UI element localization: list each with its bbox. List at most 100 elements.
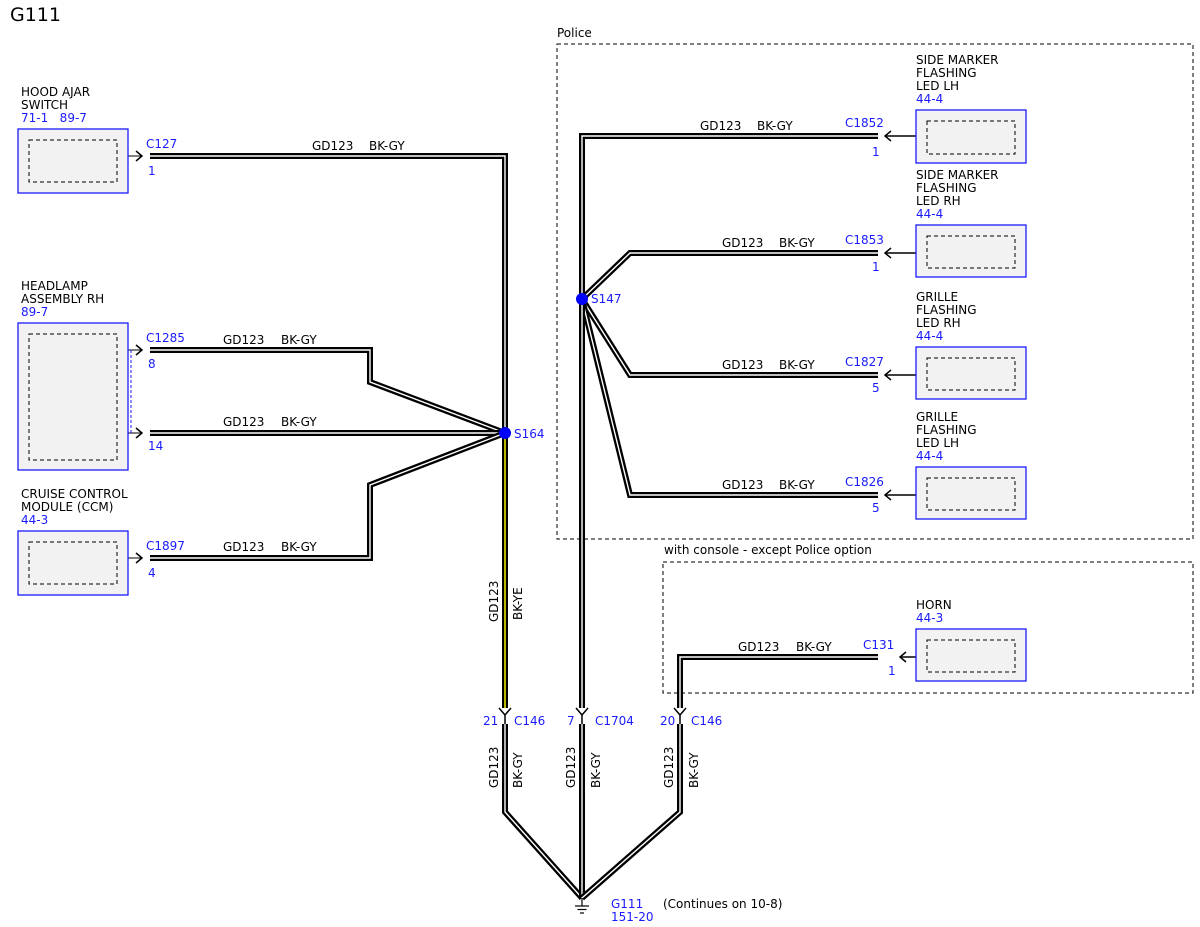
wire-label-color: BK-GY (779, 478, 815, 492)
grrh-name-1: GRILLE (916, 290, 958, 304)
smlh-name-2: FLASHING (916, 66, 977, 80)
wire-label-color: BK-GY (757, 119, 793, 133)
wire-cruise-control (150, 430, 507, 561)
ground-ref: 151-20 (611, 910, 654, 924)
ground-g111: G111 151-20 (Continues on 10-8) (575, 897, 782, 924)
c1827-pin: 5 (872, 381, 880, 395)
wire-label-color: BK-GY (589, 752, 603, 788)
wire-side-marker-lh (579, 133, 878, 299)
console-region-label: with console - except Police option (664, 543, 872, 557)
cruise-name-2: MODULE (CCM) (21, 500, 113, 514)
smlh-name-3: LED LH (916, 79, 959, 93)
diagram-title: G111 (10, 4, 61, 26)
wire-label-color: BK-GY (779, 358, 815, 372)
wire-label-circuit: GD123 (722, 358, 763, 372)
wire-label-circuit: GD123 (564, 747, 578, 788)
smrh-refs: 44-4 (916, 207, 943, 221)
smrh-name-1: SIDE MARKER (916, 168, 998, 182)
side-marker-led-lh[interactable]: SIDE MARKER FLASHING LED LH 44-4 (915, 53, 1027, 164)
hood-ajar-refs: 71-1 89-7 (21, 111, 87, 125)
horn[interactable]: HORN 44-3 (915, 598, 1027, 682)
splice-s147 (576, 293, 588, 305)
wire-label-circuit: GD123 (223, 415, 264, 429)
c1826-id: C1826 (845, 475, 884, 489)
wire-side-marker-rh (579, 250, 878, 302)
c131-pin: 1 (888, 664, 896, 678)
police-region (556, 43, 1194, 540)
wire-hood-ajar (150, 153, 508, 433)
grrh-refs: 44-4 (916, 329, 943, 343)
wire-label-circuit: GD123 (487, 747, 501, 788)
wire-label-color: BK-GY (281, 540, 317, 554)
c146b-id: C146 (691, 714, 722, 728)
wire-grille-lh (579, 298, 878, 498)
grrh-name-3: LED RH (916, 316, 961, 330)
wire-label-color: BK-GY (281, 333, 317, 347)
c146b-pin: 20 (660, 714, 675, 728)
cruise-control-module[interactable]: CRUISE CONTROL MODULE (CCM) 44-3 (17, 487, 129, 596)
hood-ajar-name-2: SWITCH (21, 98, 68, 112)
wire-label-circuit: GD123 (312, 139, 353, 153)
grlh-refs: 44-4 (916, 449, 943, 463)
ground-note: (Continues on 10-8) (663, 897, 782, 911)
wire-label-color: BK-GY (369, 139, 405, 153)
c1897-pin: 4 (148, 566, 156, 580)
c1285-pin8: 8 (148, 357, 156, 371)
splice-s164 (499, 427, 511, 439)
grrh-name-2: FLASHING (916, 303, 977, 317)
c1285-pin14: 14 (148, 439, 163, 453)
wire-horn (677, 654, 878, 708)
wire-label-circuit: GD123 (700, 119, 741, 133)
c1852-pin: 1 (872, 145, 880, 159)
c1704-pin: 7 (567, 714, 575, 728)
hood-ajar-name-1: HOOD AJAR (21, 85, 90, 99)
grlh-name-3: LED LH (916, 436, 959, 450)
c1852-id: C1852 (845, 116, 884, 130)
c131-id: C131 (863, 638, 894, 652)
c1853-id: C1853 (845, 233, 884, 247)
hood-ajar-switch[interactable]: HOOD AJAR SWITCH 71-1 89-7 (17, 85, 129, 194)
wire-label-color: BK-GY (511, 752, 525, 788)
c127-pin: 1 (148, 164, 156, 178)
splice-s147-label: S147 (591, 292, 622, 306)
horn-refs: 44-3 (916, 611, 943, 625)
c127-id: C127 (146, 137, 177, 151)
cruise-name-1: CRUISE CONTROL (21, 487, 128, 501)
wire-label-color: BK-GY (687, 752, 701, 788)
wire-label-circuit: GD123 (223, 333, 264, 347)
headlamp-name-1: HEADLAMP (21, 279, 88, 293)
c1897-id: C1897 (146, 539, 185, 553)
wire-label-circuit: GD123 (223, 540, 264, 554)
wire-labels: GD123 BK-GY GD123 BK-GY GD123 BK-GY GD12… (223, 119, 832, 788)
side-marker-led-rh[interactable]: SIDE MARKER FLASHING LED RH 44-4 (915, 168, 1027, 278)
console-region (662, 561, 1194, 694)
wire-label-circuit: GD123 (738, 640, 779, 654)
wire-label-circuit: GD123 (722, 478, 763, 492)
smrh-name-3: LED RH (916, 194, 961, 208)
grlh-name-1: GRILLE (916, 410, 958, 424)
c1704-id: C1704 (595, 714, 634, 728)
police-region-label: Police (557, 26, 592, 40)
headlamp-refs: 89-7 (21, 305, 48, 319)
smlh-name-1: SIDE MARKER (916, 53, 998, 67)
grille-led-rh[interactable]: GRILLE FLASHING LED RH 44-4 (915, 290, 1027, 400)
connector-labels: C127 1 C1285 8 14 C1897 4 C1852 1 C1853 … (146, 116, 896, 728)
c1853-pin: 1 (872, 260, 880, 274)
wire-label-color: BK-GY (281, 415, 317, 429)
wire-label-circuit: GD123 (662, 747, 676, 788)
c146a-id: C146 (514, 714, 545, 728)
grlh-name-2: FLASHING (916, 423, 977, 437)
wire-label-color: BK-GY (796, 640, 832, 654)
c1826-pin: 5 (872, 501, 880, 515)
ground-name: G111 (611, 897, 643, 911)
wire-label-color-bkye: BK-YE (511, 587, 525, 620)
headlamp-assembly-rh[interactable]: HEADLAMP ASSEMBLY RH 89-7 (17, 279, 129, 471)
c1827-id: C1827 (845, 355, 884, 369)
cruise-refs: 44-3 (21, 513, 48, 527)
grille-led-lh[interactable]: GRILLE FLASHING LED LH 44-4 (915, 410, 1027, 520)
wire-label-color: BK-GY (779, 236, 815, 250)
wire-headlamp-pin8 (150, 347, 507, 436)
c1285-id: C1285 (146, 331, 185, 345)
c146a-pin: 21 (483, 714, 498, 728)
